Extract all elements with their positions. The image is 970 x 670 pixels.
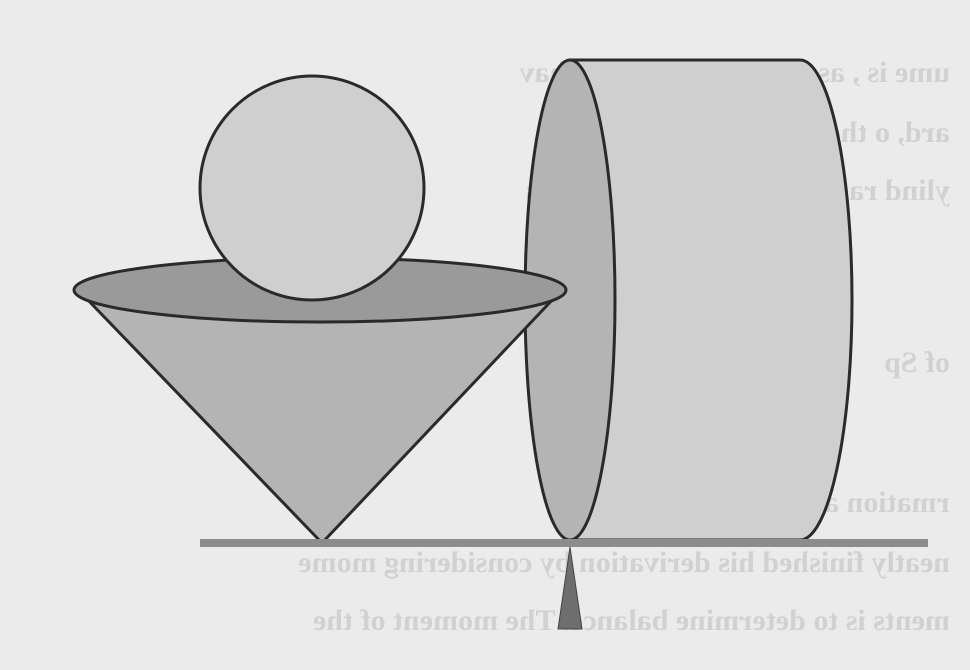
bleed-through-line: ments is to determine balance. The momen… (313, 604, 950, 637)
bleed-through-line: neatly finished his derivation by consid… (298, 546, 950, 579)
sphere (198, 74, 426, 302)
cylinder-body (568, 58, 854, 542)
bleed-through-line: of Sp (884, 346, 950, 379)
fulcrum (557, 546, 583, 630)
cone-body (81, 295, 559, 546)
cylinder (523, 58, 854, 542)
balance-beam (200, 539, 928, 547)
